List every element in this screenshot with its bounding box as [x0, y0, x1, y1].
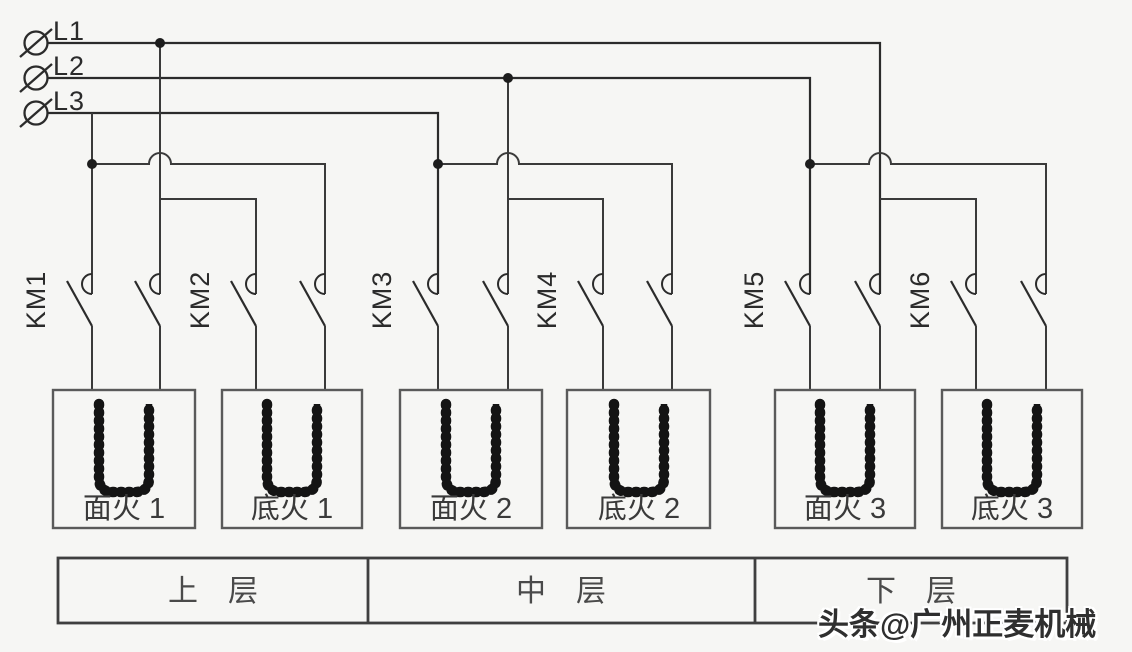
contactor-label-km1: KM1: [21, 271, 51, 330]
contact-hook-icon: [497, 273, 509, 295]
heater-label: 面火 1: [83, 493, 165, 525]
heater-box-mianhuo-1: 面火 1: [51, 388, 197, 530]
contact-hook-icon: [314, 273, 326, 295]
heater-box-dihuo-3: 底火 3: [940, 388, 1084, 530]
contact-hook-icon: [427, 273, 439, 295]
heater-box-dihuo-1: 底火 1: [220, 388, 364, 530]
contact-hook-icon: [1035, 273, 1047, 295]
heating-coil-icon: [440, 398, 502, 498]
heater-label: 面火 2: [430, 493, 512, 525]
contact-blade-icon: [230, 280, 257, 327]
bus-line-l2: [48, 76, 812, 294]
contactor-km5: KM5: [739, 271, 881, 391]
contactor-km3: KM3: [367, 271, 509, 391]
heater-box-outline: [398, 388, 544, 530]
contactor-km6: KM6: [905, 271, 1047, 391]
heater-label: 底火 2: [598, 492, 680, 525]
contact-hook-icon: [149, 273, 161, 295]
branch-wire: [160, 198, 257, 294]
terminal-slash-icon: [19, 98, 53, 128]
heater-box-outline: [51, 388, 197, 530]
contactor-label-km6: KM6: [905, 271, 935, 330]
heating-coil-icon: [93, 398, 155, 498]
heating-coil-icon: [442, 404, 500, 496]
branch-wire-with-hop: [438, 152, 673, 294]
junction-dot: [503, 73, 513, 83]
terminal-circle-icon: [23, 30, 49, 56]
contact-hook-icon: [81, 273, 93, 295]
layer-label-upper: 上 层: [168, 575, 258, 608]
contact-blade-icon: [577, 280, 604, 327]
contact-blade-icon: [646, 280, 673, 327]
terminal-slash-icon: [19, 28, 53, 58]
layer-label-middle: 中 层: [516, 575, 606, 608]
contact-blade-icon: [299, 280, 326, 327]
layer-strip-outline: [56, 556, 1069, 625]
bus-line-l1: [48, 41, 882, 294]
layer-label-lower: 下 层: [866, 575, 956, 608]
heating-coil-icon: [816, 404, 874, 496]
bus-line-l3: [48, 111, 440, 294]
terminal-L1: L1: [19, 16, 85, 58]
heating-coil-icon: [610, 404, 668, 496]
contact-hook-icon: [245, 273, 257, 295]
contactor-label-km2: KM2: [185, 271, 215, 330]
contactor-label-km4: KM4: [532, 271, 562, 330]
contact-blade-icon: [134, 280, 161, 327]
heating-coil-icon: [263, 404, 321, 496]
heater-box-mianhuo-2: 面火 2: [398, 388, 544, 530]
heater-box-outline: [773, 388, 917, 530]
junction-dot: [805, 159, 815, 169]
terminal-slash-icon: [19, 63, 53, 93]
terminal-circle-icon: [23, 100, 49, 126]
phase-label-l2: L2: [53, 51, 85, 81]
heating-coil-icon: [981, 398, 1043, 498]
heating-coil-icon: [983, 404, 1041, 496]
contactor-label-km3: KM3: [367, 271, 397, 330]
junction-dot: [87, 159, 97, 169]
contactor-km2: KM2: [185, 271, 326, 391]
terminal-L2: L2: [19, 51, 85, 93]
heating-coil-icon: [814, 398, 876, 498]
heater-box-mianhuo-3: 面火 3: [773, 388, 917, 530]
terminal-circle-icon: [23, 65, 49, 91]
junction-dot: [433, 159, 443, 169]
heater-box-outline: [565, 388, 712, 530]
watermark-text: 头条@广州正麦机械: [818, 607, 1097, 642]
branch-wire: [880, 198, 977, 294]
contactor-km1: KM1: [21, 271, 161, 391]
contact-blade-icon: [482, 280, 509, 327]
heating-coil-icon: [95, 404, 153, 496]
contact-blade-icon: [66, 280, 93, 327]
contactor-km4: KM4: [532, 271, 673, 391]
branch-wire-with-hop: [810, 152, 1047, 294]
contact-hook-icon: [869, 273, 881, 295]
heater-box-outline: [940, 388, 1084, 530]
phase-label-l3: L3: [53, 86, 85, 116]
heater-box-dihuo-2: 底火 2: [565, 388, 712, 530]
phase-label-l1: L1: [53, 16, 85, 46]
contact-hook-icon: [661, 273, 673, 295]
contact-blade-icon: [412, 280, 439, 327]
heating-coil-icon: [608, 398, 670, 498]
heater-label: 底火 1: [251, 492, 333, 525]
layer-strip: 上 层 中 层 下 层: [56, 556, 1069, 625]
contact-blade-icon: [854, 280, 881, 327]
heating-coil-icon: [261, 398, 323, 498]
contact-blade-icon: [784, 280, 811, 327]
branch-wire: [508, 198, 604, 294]
junction-dot: [155, 38, 165, 48]
heater-label: 底火 3: [971, 492, 1053, 525]
contact-blade-icon: [1020, 280, 1047, 327]
contact-blade-icon: [950, 280, 977, 327]
contactor-label-km5: KM5: [739, 271, 769, 330]
heater-label: 面火 3: [804, 493, 886, 525]
heater-box-outline: [220, 388, 364, 530]
terminal-L3: L3: [19, 86, 85, 128]
contact-hook-icon: [965, 273, 977, 295]
branch-wire-with-hop: [92, 152, 326, 294]
contact-hook-icon: [799, 273, 811, 295]
contact-hook-icon: [592, 273, 604, 295]
